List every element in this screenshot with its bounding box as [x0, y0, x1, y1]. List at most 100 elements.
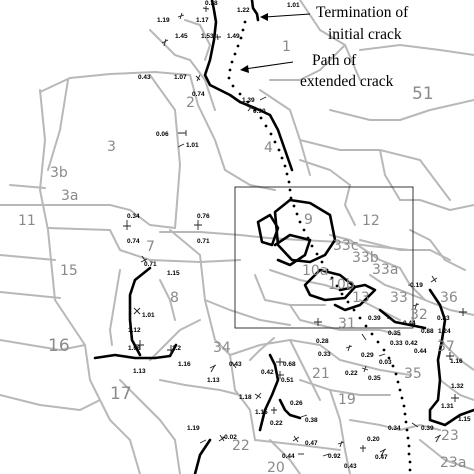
- strain-values: 1.19 1.17 1.22 1.01 0.38 1.45 1.53 1.49 …: [127, 0, 471, 470]
- value-label: 0.39: [368, 315, 381, 322]
- value-label: 1.39: [242, 97, 255, 104]
- value-label: 0.44: [403, 320, 416, 327]
- extended-crack-path: [227, 20, 412, 472]
- region-label: 20: [267, 460, 285, 474]
- value-label: 1.53: [201, 33, 214, 40]
- zoom-box: [234, 186, 414, 329]
- value-label: 1.32: [451, 383, 464, 390]
- value-label: 0.43: [138, 74, 151, 81]
- region-label: 4: [264, 140, 273, 156]
- region-label: 22: [232, 438, 250, 454]
- value-label: 0.90: [253, 108, 266, 115]
- region-label: 33: [390, 290, 408, 306]
- region-label: 31: [338, 316, 356, 332]
- value-label: 0.38: [305, 417, 318, 424]
- region-label: 9: [304, 212, 313, 228]
- arrow-head-icon: [240, 65, 249, 73]
- region-label: 3b: [50, 165, 68, 181]
- value-label: 0.34: [127, 213, 140, 220]
- region-label: 1: [282, 39, 291, 55]
- value-label: 0.39: [421, 425, 434, 432]
- value-label: 0.34: [388, 425, 401, 432]
- region-label: 11: [18, 213, 36, 229]
- value-label: 1.22: [237, 7, 250, 14]
- region-label: 35: [404, 366, 422, 382]
- value-label: 1.12: [128, 327, 141, 334]
- region-label: 23a: [440, 455, 466, 471]
- region-label: 32: [410, 307, 428, 323]
- value-label: 1.13: [133, 368, 146, 375]
- region-label: 7: [146, 239, 155, 255]
- arrow-head-icon: [260, 13, 268, 21]
- value-label: 0.06: [156, 131, 169, 138]
- region-label: 10a: [302, 263, 328, 279]
- region-label: 12: [362, 213, 380, 229]
- value-label: 0.88: [421, 328, 434, 335]
- region-label: 13: [352, 290, 370, 306]
- value-label: 0.03: [379, 359, 392, 366]
- value-label: 0.71: [197, 238, 210, 245]
- value-label: 0.44: [282, 453, 295, 460]
- value-label: 0.83: [437, 315, 450, 322]
- value-label: 0.28: [316, 338, 329, 345]
- region-label: 33b: [352, 250, 379, 266]
- value-label: 1.45: [175, 33, 188, 40]
- value-label: 1.19: [157, 17, 170, 24]
- value-label: 0.22: [270, 420, 283, 427]
- annotation-text: Path of: [312, 52, 357, 69]
- value-label: 1.15: [458, 416, 471, 423]
- region-label: 10b: [328, 277, 355, 293]
- value-label: 1.16: [450, 358, 463, 365]
- region-label: 2: [186, 95, 195, 111]
- value-label: 1.01: [142, 312, 155, 319]
- region-label: 33c: [333, 238, 359, 254]
- value-label: 0.68: [283, 361, 296, 368]
- annotation-arrow: [244, 61, 294, 70]
- value-label: 1.01: [287, 2, 300, 9]
- annotation-termination: Termination of initial crack: [260, 4, 409, 43]
- value-label: 1.31: [441, 403, 454, 410]
- value-label: 1.13: [207, 377, 220, 384]
- value-label: 1.07: [174, 74, 187, 81]
- value-label: 1.2: [172, 345, 181, 352]
- value-label: 0.92: [328, 453, 341, 460]
- value-label: 0.44: [414, 348, 427, 355]
- region-label: 8: [170, 290, 179, 306]
- region-label: 34: [213, 340, 231, 356]
- value-label: 1.15: [167, 270, 180, 277]
- value-label: 0.38: [205, 0, 218, 7]
- value-label: 0.42: [405, 340, 418, 347]
- annotation-arrow: [264, 13, 311, 18]
- value-label: 0.20: [367, 436, 380, 443]
- region-label: 23: [441, 428, 459, 444]
- value-label: 1.18: [239, 394, 252, 401]
- value-label: 1.49: [227, 33, 240, 40]
- value-label: 0.33: [318, 351, 331, 358]
- value-label: 0.71: [144, 261, 157, 268]
- value-label: 0.51: [281, 377, 294, 384]
- region-label: 3: [107, 139, 116, 155]
- value-label: 0.43: [229, 361, 242, 368]
- region-label: 15: [60, 263, 78, 279]
- region-label: 21: [312, 366, 330, 382]
- annotation-text: initial crack: [328, 26, 402, 43]
- value-label: 0.43: [344, 463, 357, 470]
- region-label: 33a: [372, 262, 398, 278]
- value-label: -0.02: [222, 434, 237, 441]
- value-label: 1.08: [128, 345, 141, 352]
- value-label: 1.01: [186, 142, 199, 149]
- gauge-ticks: [123, 6, 467, 457]
- value-label: 1.15: [255, 409, 268, 416]
- value-label: 0.42: [261, 369, 274, 376]
- value-label: 0.22: [345, 370, 358, 377]
- value-label: 1.17: [196, 17, 209, 24]
- annotation-path: Path of extended crack: [240, 52, 394, 90]
- value-label: 0.26: [290, 400, 303, 407]
- region-labels: 1 51 2 3 3b 3a 4 11 7 9 12 33c 33b 33a 1…: [18, 39, 466, 474]
- value-label: 0.74: [192, 91, 205, 98]
- value-label: 0.76: [197, 213, 210, 220]
- region-label: 51: [412, 84, 434, 104]
